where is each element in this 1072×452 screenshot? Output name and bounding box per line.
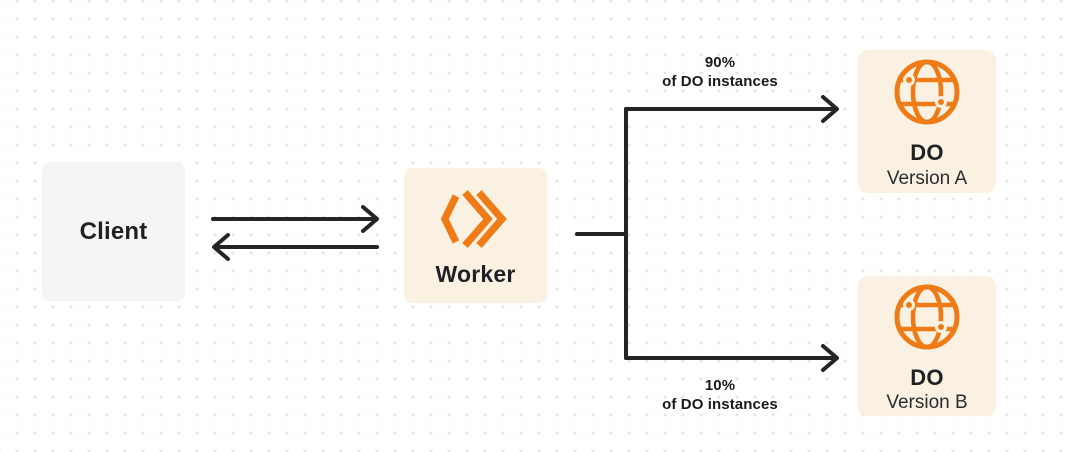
do-version-a-node: DO Version A xyxy=(858,50,996,193)
branch-bottom-percentage-label: 10% of DO instances xyxy=(610,376,830,414)
worker-label: Worker xyxy=(435,260,516,287)
branch-top-percentage-label: 90% of DO instances xyxy=(610,53,830,91)
globe-icon xyxy=(892,282,962,352)
do-b-subtitle: Version B xyxy=(886,392,968,414)
branch-arrow-to-do-b xyxy=(624,344,839,372)
worker-branch-connector xyxy=(575,107,628,360)
do-a-subtitle: Version A xyxy=(886,167,968,189)
branch-bottom-caption: of DO instances xyxy=(662,396,778,413)
do-version-b-node: DO Version B xyxy=(858,276,996,416)
client-label: Client xyxy=(79,217,148,245)
branch-bottom-percent: 10% xyxy=(704,377,736,394)
client-node: Client xyxy=(42,162,185,301)
branch-arrow-to-do-a xyxy=(624,95,839,123)
worker-to-client-arrow xyxy=(212,233,379,261)
globe-icon xyxy=(892,57,962,127)
client-to-worker-arrow xyxy=(211,205,379,233)
do-a-title: DO xyxy=(910,140,944,166)
worker-node: Worker xyxy=(404,168,547,303)
workers-chevrons-icon xyxy=(440,189,511,248)
branch-top-percent: 90% xyxy=(704,54,736,71)
branch-top-caption: of DO instances xyxy=(662,73,778,90)
do-b-title: DO xyxy=(910,364,944,390)
